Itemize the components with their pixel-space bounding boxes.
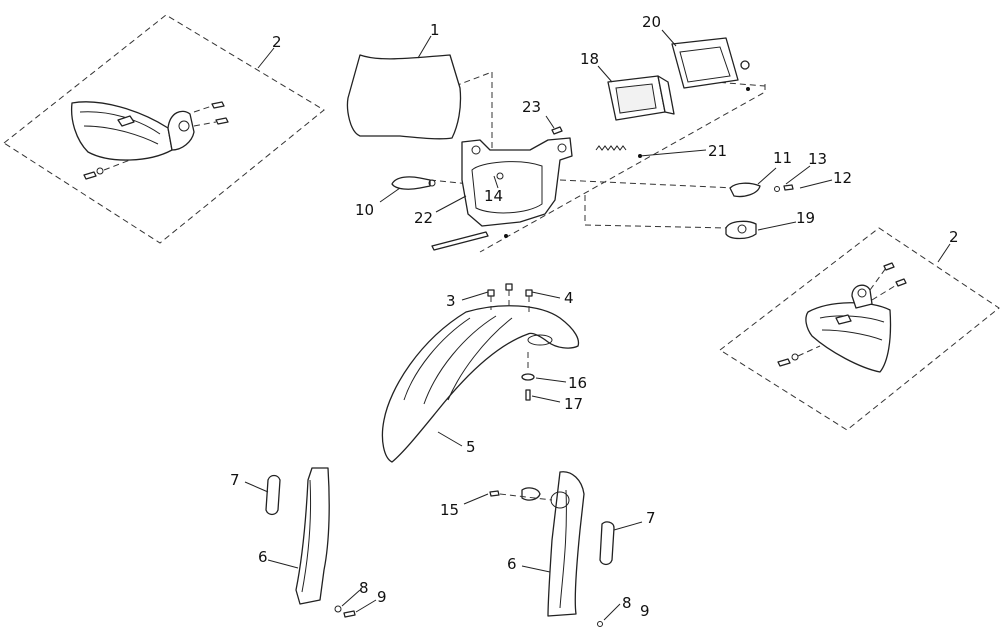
callout-19: 19 [796, 209, 815, 227]
headlight-visor [346, 54, 462, 140]
callout-16: 16 [568, 374, 587, 392]
callout-6-right: 6 [507, 555, 517, 573]
fork-guard-left [265, 467, 356, 618]
callout-10: 10 [355, 201, 374, 219]
callout-18: 18 [580, 50, 599, 68]
callout-23: 23 [522, 98, 541, 116]
callout-15: 15 [440, 501, 459, 519]
callout-13: 13 [808, 150, 827, 168]
turn-signal-left [391, 176, 431, 190]
callout-9-right: 9 [640, 602, 650, 620]
callout-14: 14 [484, 187, 503, 205]
front-fender [381, 283, 580, 463]
callout-21: 21 [708, 142, 727, 160]
callout-labels: 1 2 2 3 4 5 6 6 7 7 8 8 9 9 10 11 12 13 … [230, 13, 959, 620]
fork-guard-right [489, 471, 615, 627]
callout-7-left: 7 [230, 471, 240, 489]
hand-guard-kit-right [719, 227, 1000, 431]
callout-8-left: 8 [359, 579, 369, 597]
callout-22: 22 [414, 209, 433, 227]
callout-12: 12 [833, 169, 852, 187]
spring [595, 145, 627, 151]
headlight-bracket [461, 137, 573, 227]
leader-lines [244, 29, 951, 621]
hand-guard-kit-left [3, 14, 325, 244]
callout-2-right: 2 [949, 228, 959, 246]
reflector-right [599, 521, 615, 566]
callout-6-left: 6 [258, 548, 268, 566]
callout-7-right: 7 [646, 509, 656, 527]
callout-20: 20 [642, 13, 661, 31]
callout-4: 4 [564, 289, 574, 307]
callout-5: 5 [466, 438, 476, 456]
clamp [725, 220, 757, 240]
headlight-assembly [346, 37, 794, 253]
callout-3: 3 [446, 292, 456, 310]
callout-8-right: 8 [622, 594, 632, 612]
callout-9-left: 9 [377, 588, 387, 606]
callout-11: 11 [773, 149, 792, 167]
callout-17: 17 [564, 395, 583, 413]
reflector-left [265, 474, 281, 516]
callout-1: 1 [430, 21, 440, 39]
headlight-frame [671, 37, 739, 89]
turn-signal-right [729, 182, 761, 198]
callout-2-left: 2 [272, 33, 282, 51]
